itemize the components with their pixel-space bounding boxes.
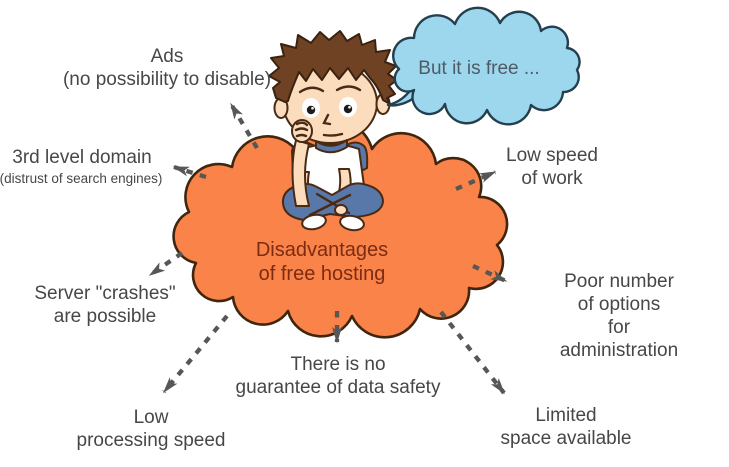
boy-foot-right	[339, 214, 365, 232]
label-ads: Ads (no possibility to disable)	[62, 46, 272, 90]
cloud-shape	[172, 118, 509, 339]
arrow-limited-space	[439, 310, 506, 395]
arrow-third-level-domain	[172, 164, 207, 180]
arrow-poor-options	[472, 264, 508, 283]
bubble-cloud	[392, 6, 581, 126]
boy-nose	[322, 113, 332, 126]
label-low-speed: Low speed of work	[506, 145, 598, 189]
boy-eyebrow-right	[335, 85, 362, 92]
arrows	[148, 102, 508, 395]
boy-eyebrow-left	[298, 86, 325, 94]
boy-eyes	[302, 97, 357, 118]
label-poor-options: Poor number of options for administratio…	[559, 271, 679, 361]
label-third-level-domain: 3rd level domain	[12, 147, 152, 168]
label-data-safety: There is no guarantee of data safety	[235, 354, 441, 398]
boy-hair	[268, 30, 398, 105]
boy-fist-fingers	[294, 121, 309, 138]
boy-foot-left	[301, 213, 327, 231]
label-server-crashes: Server "crashes" are possible	[34, 283, 176, 327]
label-third-level-domain-note: (distrust of search engines)	[0, 171, 163, 186]
speech-bubble	[386, 6, 581, 126]
boy-character	[268, 30, 398, 232]
arrow-processing-speed	[162, 314, 229, 394]
boy-collar	[315, 139, 348, 154]
bubble-label: But it is free ...	[418, 58, 540, 79]
cloud-title: Disadvantages of free hosting	[255, 239, 389, 285]
boy-mouth	[322, 132, 344, 137]
label-processing-speed: Low processing speed	[76, 407, 226, 451]
boy-shin-line-left	[308, 193, 352, 217]
arrow-server-crashes	[148, 251, 184, 277]
boy-legs	[281, 182, 384, 221]
arrow-ads	[229, 102, 259, 150]
boy-ankle	[334, 204, 348, 216]
label-limited-space: Limited space available	[500, 405, 632, 449]
